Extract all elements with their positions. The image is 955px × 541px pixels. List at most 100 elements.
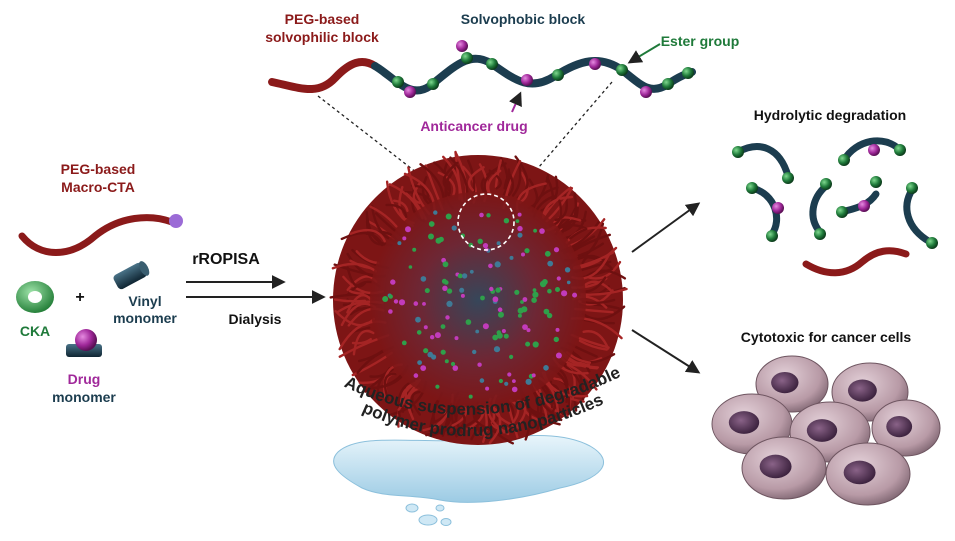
core-bead bbox=[423, 325, 428, 330]
core-bead bbox=[388, 294, 393, 299]
nanoparticle: Aqueous suspension of degradable polymer… bbox=[329, 150, 628, 526]
core-bead bbox=[520, 300, 524, 304]
core-bead bbox=[402, 236, 407, 241]
macro-cta-label-2: Macro-CTA bbox=[61, 179, 135, 195]
core-bead bbox=[445, 213, 452, 220]
fragment bbox=[903, 182, 938, 249]
core-bead bbox=[553, 247, 560, 253]
core-bead bbox=[416, 330, 422, 335]
core-bead bbox=[531, 373, 536, 378]
left-reagents: PEG-based Macro-CTA CKA + Vinyl monomer … bbox=[16, 161, 183, 405]
peg-strand bbox=[507, 404, 519, 439]
core-bead bbox=[442, 285, 448, 291]
core-bead bbox=[495, 287, 501, 293]
peg-solvophilic-label-1: PEG-based bbox=[285, 11, 360, 27]
core-bead bbox=[507, 372, 512, 377]
core-bead bbox=[547, 260, 554, 267]
cytotoxic-title: Cytotoxic for cancer cells bbox=[741, 329, 912, 345]
peg-strand bbox=[346, 294, 372, 314]
core-bead bbox=[390, 279, 396, 285]
peg-strand bbox=[588, 260, 622, 280]
core-bead bbox=[488, 263, 493, 269]
core-bead bbox=[525, 378, 532, 385]
core-bead bbox=[424, 288, 430, 294]
core-bead bbox=[517, 212, 522, 217]
drug-monomer-icon bbox=[66, 329, 102, 357]
core-bead bbox=[532, 291, 539, 298]
fragment bbox=[746, 182, 784, 242]
core-bead bbox=[509, 354, 514, 359]
core-bead bbox=[522, 297, 528, 302]
peg-fragment bbox=[802, 247, 910, 277]
ester-bead bbox=[662, 78, 674, 90]
dialysis-label: Dialysis bbox=[229, 311, 282, 327]
ester-bead bbox=[682, 67, 694, 79]
core-bead bbox=[501, 329, 506, 333]
solvophobic-label: Solvophobic block bbox=[461, 11, 586, 27]
core-bead bbox=[434, 332, 441, 339]
core-bead bbox=[477, 238, 483, 244]
core-bead bbox=[531, 297, 537, 304]
core-bead bbox=[522, 324, 528, 330]
process-steps: rROPISA Dialysis bbox=[186, 251, 326, 327]
peg-solvophilic-label-2: solvophilic block bbox=[265, 29, 379, 45]
core-bead bbox=[492, 334, 499, 341]
core-bead bbox=[423, 348, 429, 354]
core-bead bbox=[503, 333, 509, 339]
rropisa-label: rROPISA bbox=[192, 251, 260, 268]
core-bead bbox=[452, 365, 459, 371]
cancer-cell-group bbox=[711, 355, 941, 506]
core-bead bbox=[496, 332, 503, 339]
nucleus bbox=[728, 411, 760, 434]
plus-sign: + bbox=[75, 289, 84, 306]
peg-strand bbox=[441, 402, 453, 437]
peg-strand bbox=[349, 228, 386, 243]
drug-bead bbox=[589, 58, 601, 70]
nucleus bbox=[759, 454, 792, 479]
core-bead bbox=[556, 276, 561, 281]
cancer-cell-icon bbox=[755, 355, 829, 413]
peg-strand bbox=[333, 298, 367, 303]
core-bead bbox=[494, 261, 501, 268]
core-bead bbox=[546, 312, 553, 319]
core-bead bbox=[446, 300, 453, 307]
nucleus bbox=[843, 460, 876, 485]
core-bead bbox=[382, 296, 389, 302]
peg-strand bbox=[407, 387, 420, 421]
peg-strand bbox=[538, 388, 565, 417]
peg-strand bbox=[563, 210, 587, 240]
peg-strand bbox=[560, 206, 579, 233]
core-bead bbox=[503, 218, 510, 224]
core-bead bbox=[401, 340, 407, 346]
macro-cta-chain bbox=[18, 214, 176, 256]
core-bead bbox=[450, 361, 456, 367]
core-bead bbox=[504, 381, 509, 386]
arrow-icon bbox=[631, 202, 701, 253]
peg-strand bbox=[442, 161, 459, 192]
core-bead bbox=[398, 299, 406, 306]
macro-cta-label-1: PEG-based bbox=[61, 161, 136, 177]
core-bead bbox=[454, 336, 459, 341]
core-bead bbox=[465, 319, 472, 325]
peg-strand bbox=[358, 349, 385, 363]
core-bead bbox=[420, 276, 427, 282]
fragment bbox=[732, 143, 794, 184]
water-puddle-icon bbox=[333, 435, 604, 526]
core-bead bbox=[457, 273, 463, 279]
peg-strand bbox=[566, 363, 598, 391]
core-bead bbox=[539, 228, 545, 234]
peg-strand bbox=[364, 368, 394, 393]
peg-strand bbox=[488, 408, 502, 444]
core-bead bbox=[512, 379, 516, 383]
core-bead bbox=[438, 236, 444, 243]
drug-bead bbox=[640, 86, 652, 98]
core-bead bbox=[482, 323, 489, 330]
peg-strand bbox=[569, 227, 588, 240]
core-bead bbox=[442, 261, 449, 268]
core-bead bbox=[477, 362, 482, 367]
peg-strand bbox=[346, 266, 366, 288]
core-bead bbox=[515, 219, 520, 224]
torus-icon bbox=[16, 281, 54, 313]
peg-strand bbox=[508, 174, 515, 196]
core-bead bbox=[428, 233, 434, 240]
